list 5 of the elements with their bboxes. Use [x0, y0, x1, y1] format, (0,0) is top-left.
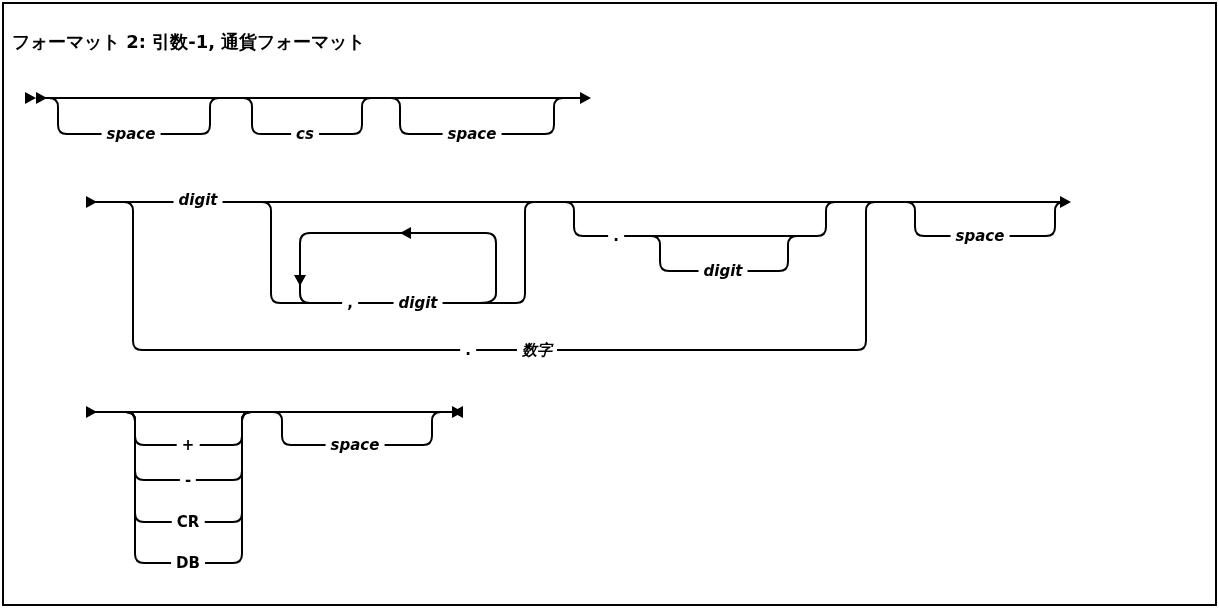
syntax-variable: digit [698, 262, 748, 280]
syntax-variable: 数字 [517, 341, 557, 359]
syntax-variable: digit [393, 294, 443, 312]
syntax-variable: digit [173, 191, 223, 209]
diagram-title: フォーマット 2: 引数-1, 通貨フォーマット [12, 30, 366, 54]
